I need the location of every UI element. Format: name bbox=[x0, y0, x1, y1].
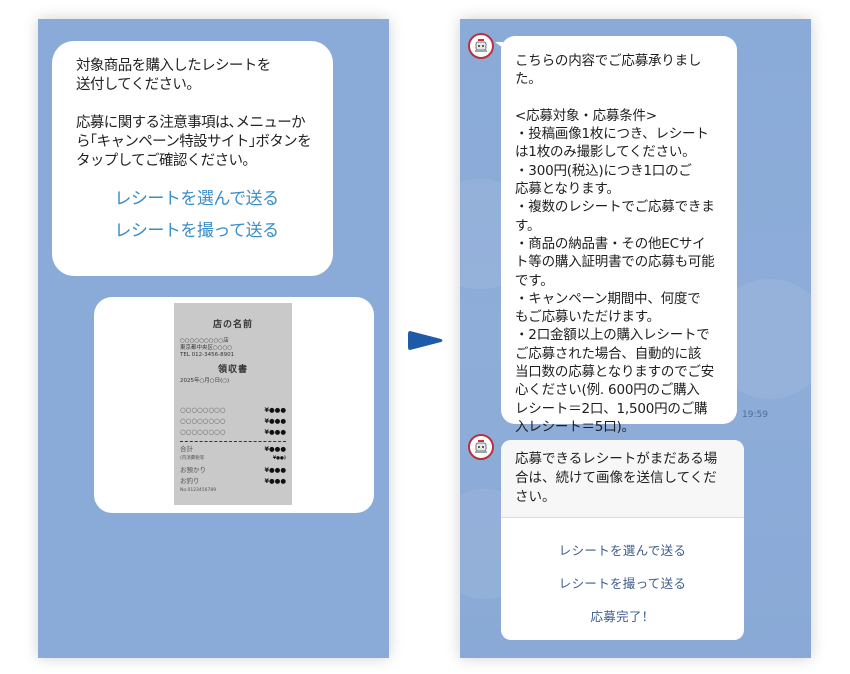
receipt-deposit: お預かり¥●●● bbox=[180, 466, 286, 474]
bot-avatar[interactable] bbox=[468, 33, 494, 59]
right-arrow-icon bbox=[408, 331, 443, 350]
card-actions: レシートを選んで送る レシートを撮って送る 応募完了！ bbox=[501, 518, 744, 633]
notice-text: 応募に関する注意事項は､メニューか ら｢キャンペーン特設サイト｣ボタンを タップ… bbox=[76, 115, 312, 169]
receipt-address: 東京都中央区○○○○ bbox=[180, 345, 233, 351]
receipt-number: No.0123456789 bbox=[180, 488, 217, 493]
receipt-item: ○○○○○○○○¥●●● bbox=[180, 406, 286, 414]
receipt-item: ○○○○○○○○¥●●● bbox=[180, 417, 286, 425]
message-links: レシートを選んで送る レシートを撮って送る bbox=[76, 183, 317, 247]
take-receipt-photo-button[interactable]: レシートを撮って送る bbox=[558, 576, 687, 591]
left-chat-screen: 対象商品を購入したレシートを 送付してください。 応募に関する注意事項は､メニュ… bbox=[38, 19, 389, 658]
message-timestamp: 19:59 bbox=[742, 410, 768, 420]
continue-prompt-card: 応募できるレシートがまだある場 合は、続けて画像を送信してくだ さい。 レシート… bbox=[501, 440, 744, 640]
bot-mascot-icon bbox=[475, 440, 487, 453]
take-receipt-photo-link[interactable]: レシートを撮って送る bbox=[114, 221, 279, 241]
confirmation-text: こちらの内容でご応募承りまし た。 <応募対象・応募条件> ・投稿画像1枚につき… bbox=[515, 53, 715, 435]
finish-entry-button[interactable]: 応募完了！ bbox=[590, 609, 655, 624]
bot-mascot-icon bbox=[475, 39, 487, 52]
receipt-branch: ○○○○○○○○○店 bbox=[180, 338, 229, 344]
receipt-shop-name: 店の名前 bbox=[212, 320, 253, 330]
select-receipt-button[interactable]: レシートを選んで送る bbox=[558, 543, 687, 558]
instruction-text: 対象商品を購入したレシートを 送付してください。 bbox=[76, 58, 271, 93]
bot-avatar[interactable] bbox=[468, 434, 494, 460]
receipt-image-message[interactable]: 店の名前 ○○○○○○○○○店 東京都中央区○○○○ TEL 012-3456-… bbox=[94, 297, 374, 513]
receipt-total: 合計¥●●● bbox=[180, 445, 286, 453]
receipt-item: ○○○○○○○○¥●●● bbox=[180, 428, 286, 436]
card-body: 応募できるレシートがまだある場 合は、続けて画像を送信してくだ さい。 bbox=[501, 440, 744, 518]
receipt-change: お釣り¥●●● bbox=[180, 477, 286, 485]
confirmation-message-bubble: こちらの内容でご応募承りまし た。 <応募対象・応募条件> ・投稿画像1枚につき… bbox=[495, 36, 737, 435]
instruction-message-bubble: 対象商品を購入したレシートを 送付してください。 応募に関する注意事項は､メニュ… bbox=[52, 41, 333, 276]
receipt-tel: TEL 012-3456-8901 bbox=[180, 352, 235, 358]
receipt-image: 店の名前 ○○○○○○○○○店 東京都中央区○○○○ TEL 012-3456-… bbox=[174, 303, 292, 505]
receipt-tax: (内消費税等¥●●) bbox=[180, 456, 286, 461]
receipt-divider bbox=[180, 441, 286, 442]
right-chat-screen: こちらの内容でご応募承りまし た。 <応募対象・応募条件> ・投稿画像1枚につき… bbox=[460, 19, 811, 658]
receipt-date: 2025年○月○日(○) bbox=[180, 378, 230, 384]
select-receipt-link[interactable]: レシートを選んで送る bbox=[114, 189, 279, 209]
receipt-title: 領収書 bbox=[217, 365, 248, 375]
card-text: 応募できるレシートがまだある場 合は、続けて画像を送信してくだ さい。 bbox=[515, 451, 718, 505]
